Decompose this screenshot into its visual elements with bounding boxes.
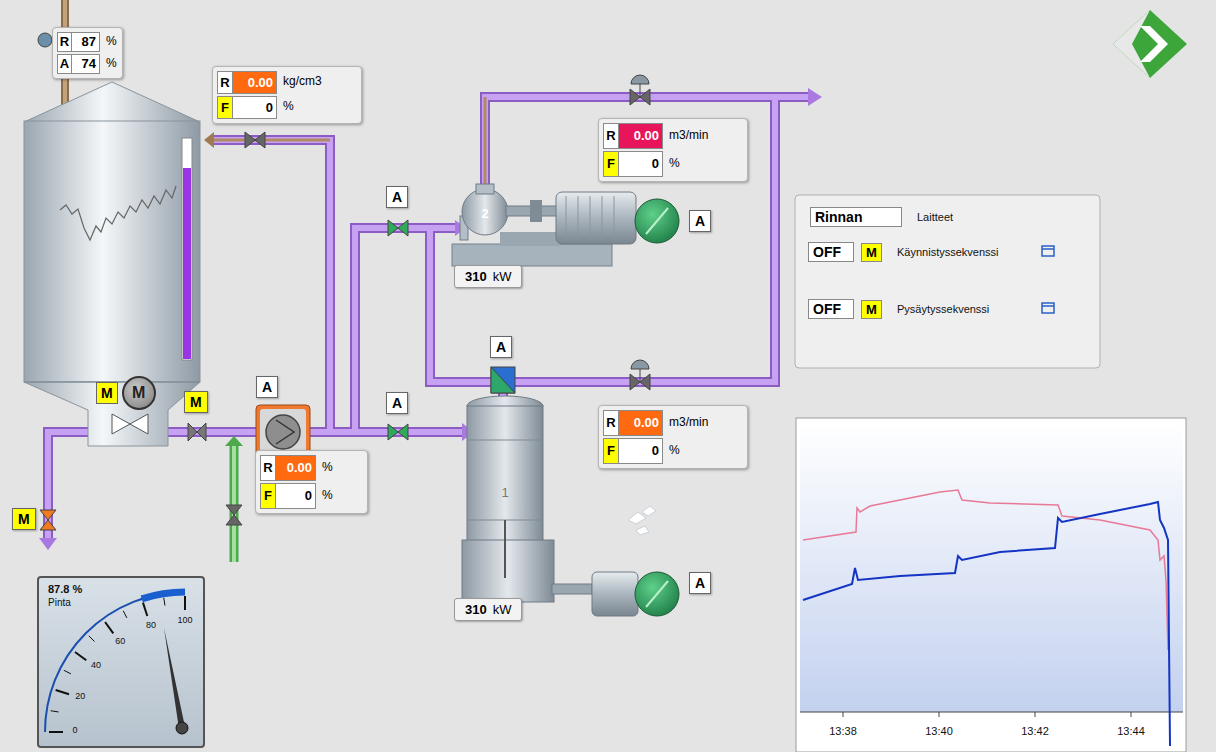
power-box: 310 kW: [454, 265, 522, 288]
faceplate-cell: %: [277, 96, 356, 119]
faceplate-cell: 0: [619, 438, 663, 464]
scale-number: 0: [72, 725, 77, 735]
scale-number: 20: [75, 691, 85, 701]
faceplate-cell: %: [316, 483, 362, 509]
node-text: Käynnistyssekvenssi: [897, 246, 999, 258]
faceplate-cell: R: [217, 71, 233, 94]
node-text: M: [861, 243, 882, 262]
refiner-number: 1: [501, 485, 508, 500]
node-text: 310: [465, 269, 487, 284]
faceplate-cell: 0: [619, 151, 663, 177]
scale-number: 40: [91, 660, 101, 670]
faceplate-cell: m3/min: [663, 410, 742, 436]
scale-number: 100: [177, 615, 192, 625]
level-gauge: 87.8 % Pinta: [38, 577, 204, 747]
node-text: OFF: [808, 299, 854, 319]
node-text: Rinnan: [810, 207, 902, 227]
mode-tag: A: [256, 376, 278, 398]
node-text: Pysäytyssekvenssi: [897, 303, 989, 315]
node-text: kW: [493, 602, 512, 617]
faceplate-cell: F: [217, 96, 233, 119]
time-tick: 13:38: [829, 725, 857, 737]
faceplate-cell: 87: [72, 32, 100, 52]
mode-letter: A: [392, 395, 402, 411]
mode-letter: M: [96, 382, 118, 404]
faceplate-cell: 0.00: [619, 123, 663, 149]
faceplate-cell: 0: [276, 483, 316, 509]
faceplate-cell: R: [260, 455, 276, 481]
node-text: OFF: [808, 242, 854, 262]
faceplate-cell: F: [260, 483, 276, 509]
faceplate-cell: R: [603, 410, 619, 436]
node-text: Laitteet: [917, 211, 953, 223]
time-tick: 13:42: [1021, 725, 1049, 737]
dilution-faceplate: R0.00% F0%: [255, 450, 368, 514]
agitator-tag: MM: [96, 376, 160, 410]
node-text: Pinta: [48, 597, 71, 608]
faceplate-cell: %: [100, 32, 117, 52]
mode-letter: A: [262, 379, 272, 395]
flow-faceplate: R0.00m3/minF0%: [598, 118, 748, 182]
faceplate-cell: m3/min: [663, 123, 742, 149]
pump-number: 2: [481, 206, 488, 221]
node-text: 310: [465, 602, 487, 617]
time-tick: 13:40: [925, 725, 953, 737]
faceplate-cell: F: [603, 151, 619, 177]
faceplate-cell: 0: [233, 96, 277, 119]
faceplate-cell: %: [100, 54, 117, 74]
faceplate-cell: 0.00: [276, 455, 316, 481]
scale-number: 80: [146, 620, 156, 630]
time-tick: 13:44: [1117, 725, 1145, 737]
node-text: 87.8 %: [48, 583, 82, 595]
node-text: M: [861, 300, 882, 319]
faceplate-cell: %: [316, 455, 362, 481]
sequence-panel: RinnanLaitteetOFFMKäynnistyssekvenssiOFF…: [795, 195, 1100, 368]
node-text: kW: [493, 269, 512, 284]
power-box: 310 kW: [454, 598, 522, 621]
flow-faceplate: R0.00m3/minF0%: [598, 405, 748, 469]
faceplate-cell: R: [603, 123, 619, 149]
mode-letter: A: [392, 189, 402, 205]
mode-tag: A: [386, 186, 408, 208]
faceplate-cell: 74: [72, 54, 100, 74]
density-faceplate: R0.00kg/cm3F0%: [212, 66, 362, 124]
mode-letter: M: [190, 394, 202, 410]
scale-number: 60: [115, 636, 125, 646]
faceplate-cell: %: [663, 151, 742, 177]
mode-tag: A: [689, 572, 711, 594]
mode-letter: A: [496, 339, 506, 355]
mode-tag: A: [689, 210, 711, 232]
faceplate-cell: F: [603, 438, 619, 464]
faceplate-cell: R: [57, 32, 72, 52]
faceplate-cell: kg/cm3: [277, 71, 356, 94]
mode-tag: M: [12, 508, 36, 530]
faceplate-cell: A: [57, 54, 72, 74]
mode-letter: A: [695, 575, 705, 591]
faceplate-cell: %: [663, 438, 742, 464]
mode-tag: M: [184, 391, 208, 413]
valve-faceplate: R87% A74%: [52, 27, 123, 79]
faceplate-cell: 0.00: [619, 410, 663, 436]
mode-letter: M: [18, 511, 30, 527]
mode-tag: A: [490, 336, 512, 358]
faceplate-cell: 0.00: [233, 71, 277, 94]
mode-letter: A: [695, 213, 705, 229]
mode-tag: A: [386, 392, 408, 414]
mode-letter: M: [122, 376, 156, 410]
